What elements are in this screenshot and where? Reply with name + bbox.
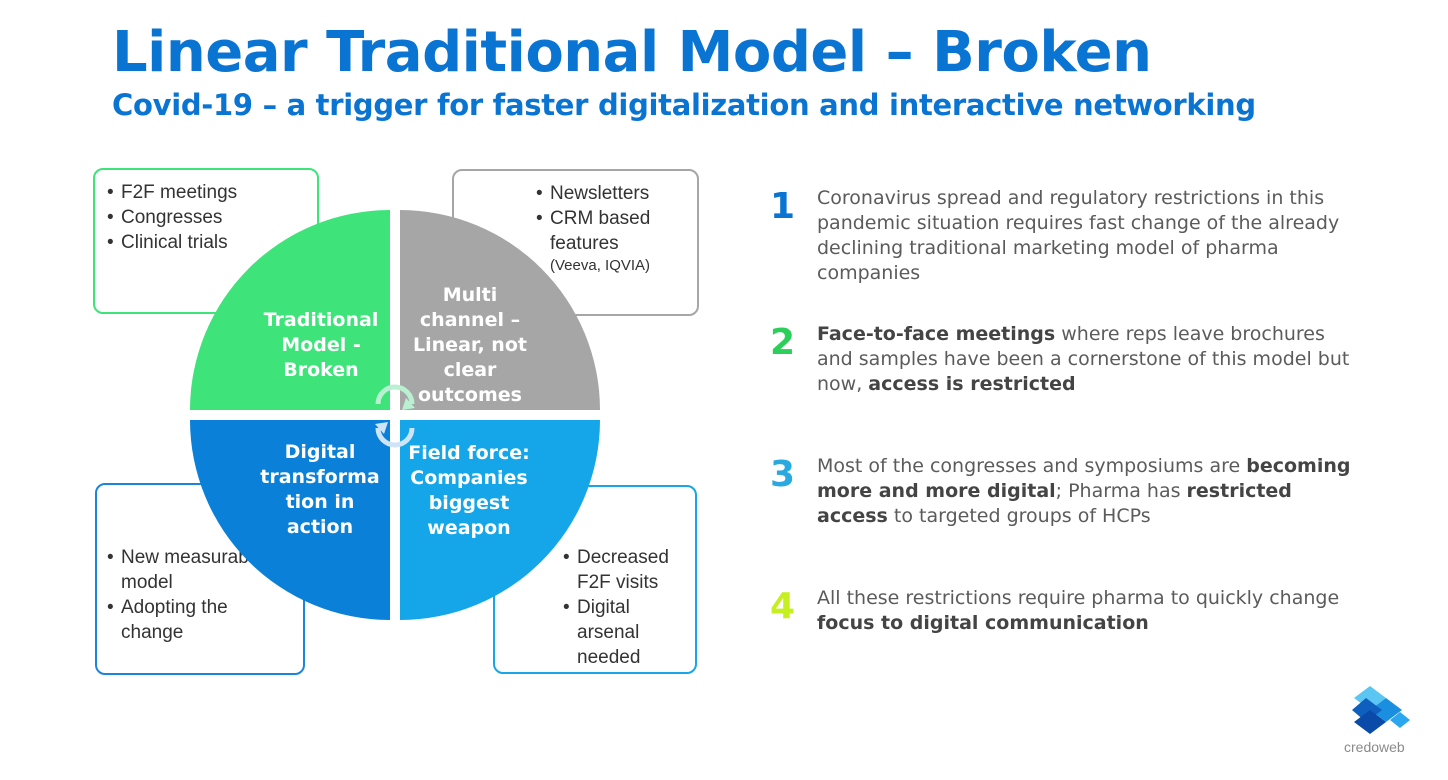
point-text-segment: ; Pharma has bbox=[1055, 480, 1187, 502]
list-item: CRM based features (Veeva, IQVIA) bbox=[536, 206, 685, 276]
point-text-bold: restricted access bbox=[817, 480, 1292, 527]
point-text: All these restrictions require pharma to… bbox=[817, 586, 1357, 636]
slide-subtitle: Covid-19 – a trigger for faster digitali… bbox=[112, 88, 1256, 122]
point-text-bold: focus to digital communication bbox=[817, 612, 1149, 634]
fieldforce-list: Decreased F2F visits Digital arsenal nee… bbox=[563, 545, 685, 670]
quadrant-fieldforce bbox=[400, 420, 600, 620]
point-number: 1 bbox=[770, 186, 796, 227]
point-text: Most of the congresses and symposiums ar… bbox=[817, 454, 1357, 529]
list-item-label: CRM based features bbox=[550, 208, 651, 254]
quadrant-traditional bbox=[190, 210, 390, 410]
multichannel-list: Newsletters CRM based features (Veeva, IQ… bbox=[536, 181, 685, 276]
quadrant-digital bbox=[190, 420, 390, 620]
credoweb-logo-icon bbox=[1352, 686, 1410, 734]
list-item: Digital arsenal needed bbox=[563, 595, 685, 670]
quadrant-traditional-label: Traditional Model - Broken bbox=[263, 309, 379, 381]
list-item: New measurable model bbox=[107, 545, 293, 595]
point-text-segment: where reps leave brochures and samples h… bbox=[817, 323, 1350, 395]
quadrant-fieldforce-label: Field force: Companies biggest weapon bbox=[408, 442, 530, 539]
list-item: Adopting the change bbox=[107, 595, 293, 645]
list-item: Decreased F2F visits bbox=[563, 545, 685, 595]
digital-list: New measurable model Adopting the change bbox=[107, 545, 293, 645]
logo-text: credoweb bbox=[1344, 739, 1405, 755]
cycle-arrows-icon bbox=[375, 384, 415, 448]
point-text-bold: access is restricted bbox=[868, 373, 1076, 395]
traditional-list: F2F meetings Congresses Clinical trials bbox=[107, 180, 305, 255]
quadrant-multichannel-label: Multi channel – Linear, not clear outcom… bbox=[413, 284, 527, 406]
list-item: Newsletters bbox=[536, 181, 685, 206]
quadrant-digital-label: Digital transforma tion in action bbox=[260, 441, 380, 538]
point-text-segment: to targeted groups of HCPs bbox=[887, 505, 1151, 527]
point-text-bold: Face-to-face meetings bbox=[817, 323, 1056, 345]
point-text-bold: becoming more and more digital bbox=[817, 455, 1351, 502]
point-text-segment: Most of the congresses and symposiums ar… bbox=[817, 455, 1247, 477]
point-text-segment: Coronavirus spread and regulatory restri… bbox=[817, 187, 1340, 284]
list-item: Clinical trials bbox=[107, 230, 305, 255]
point-text: Face-to-face meetings where reps leave b… bbox=[817, 322, 1357, 397]
list-item-note: (Veeva, IQVIA) bbox=[550, 257, 651, 274]
point-text: Coronavirus spread and regulatory restri… bbox=[817, 186, 1357, 286]
point-number: 2 bbox=[770, 322, 796, 363]
point-text-segment: All these restrictions require pharma to… bbox=[817, 587, 1340, 609]
slide-title: Linear Traditional Model – Broken bbox=[112, 20, 1152, 85]
list-item: Congresses bbox=[107, 205, 305, 230]
quadrant-multichannel bbox=[400, 210, 600, 410]
point-number: 4 bbox=[770, 586, 796, 627]
point-number: 3 bbox=[770, 454, 796, 495]
list-item: F2F meetings bbox=[107, 180, 305, 205]
